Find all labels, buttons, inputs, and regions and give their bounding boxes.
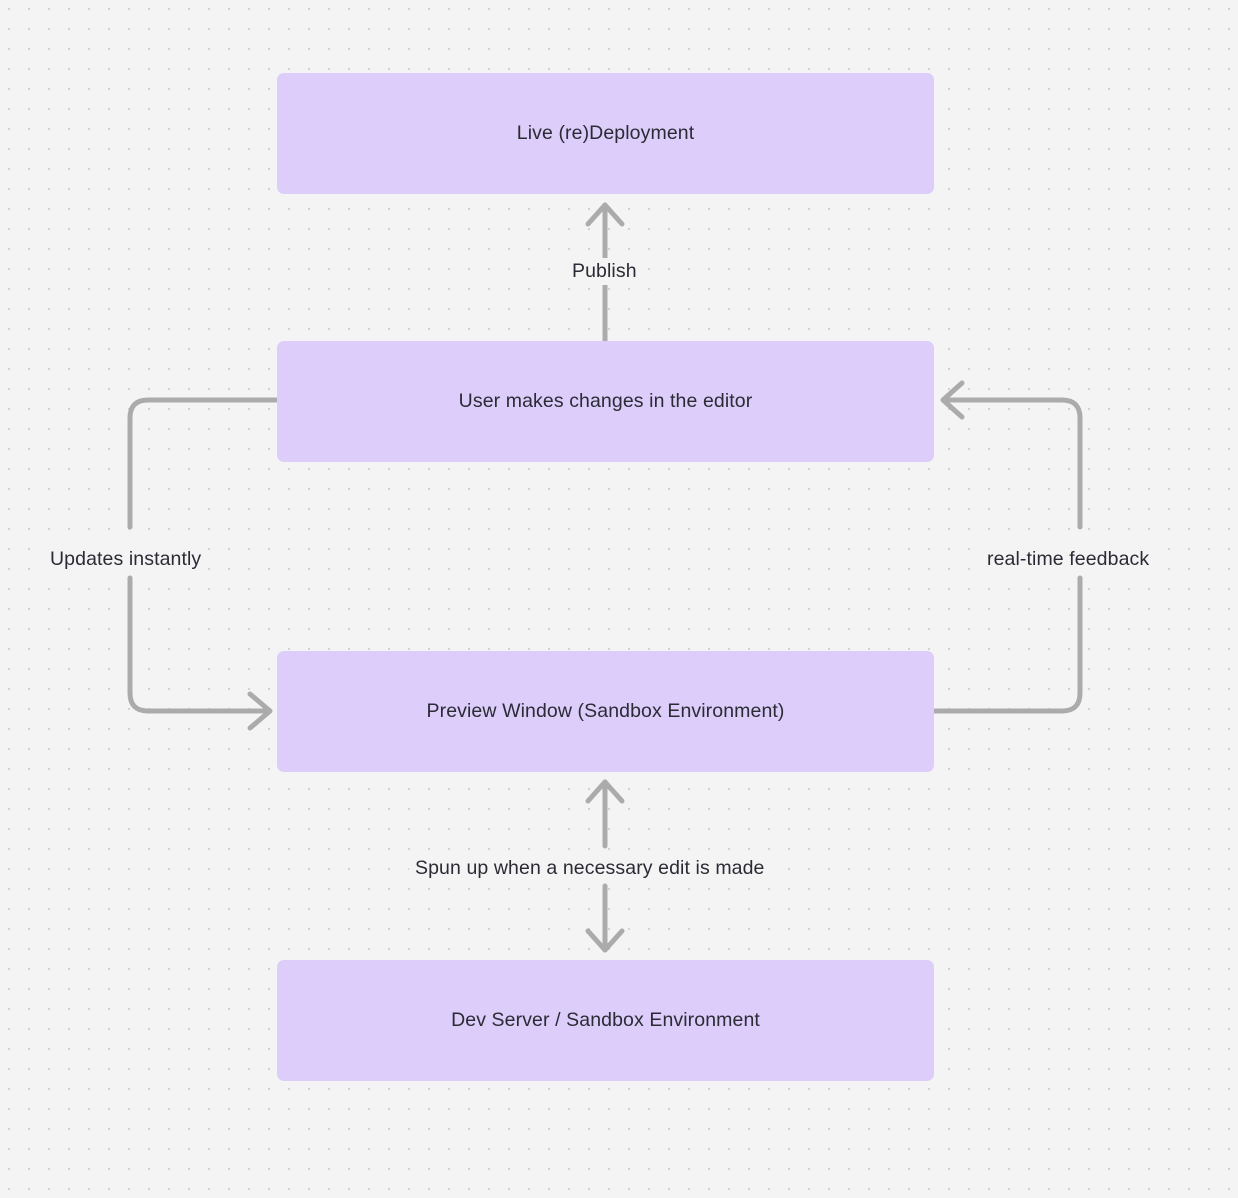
edge-feedback-arrowhead-left <box>940 380 965 420</box>
edge-spunup-arrowhead-down <box>585 928 625 953</box>
edge-feedback-upper-segment <box>941 397 1083 530</box>
node-preview-window[interactable]: Preview Window (Sandbox Environment) <box>277 651 934 772</box>
edge-label-spun-up: Spun up when a necessary edit is made <box>409 855 771 883</box>
node-live-redeployment-label: Live (re)Deployment <box>516 121 695 144</box>
node-dev-server[interactable]: Dev Server / Sandbox Environment <box>277 960 934 1081</box>
edge-updates-upper-segment <box>127 397 280 530</box>
edge-feedback-lower-segment <box>931 575 1083 714</box>
edge-updates-arrowhead-right <box>247 691 273 731</box>
node-user-makes-changes[interactable]: User makes changes in the editor <box>277 341 934 462</box>
edge-label-publish: Publish <box>566 258 643 286</box>
node-preview-window-label: Preview Window (Sandbox Environment) <box>426 699 785 722</box>
node-live-redeployment[interactable]: Live (re)Deployment <box>277 73 934 194</box>
edge-spunup-arrowhead-up <box>585 779 625 804</box>
edge-label-updates-instantly: Updates instantly <box>44 546 208 574</box>
node-user-makes-changes-label: User makes changes in the editor <box>458 389 753 412</box>
edge-publish-arrowhead-up <box>585 202 625 227</box>
edge-label-real-time-feedback: real-time feedback <box>981 546 1156 574</box>
edge-updates-lower-segment <box>127 575 271 714</box>
node-dev-server-label: Dev Server / Sandbox Environment <box>451 1008 760 1031</box>
